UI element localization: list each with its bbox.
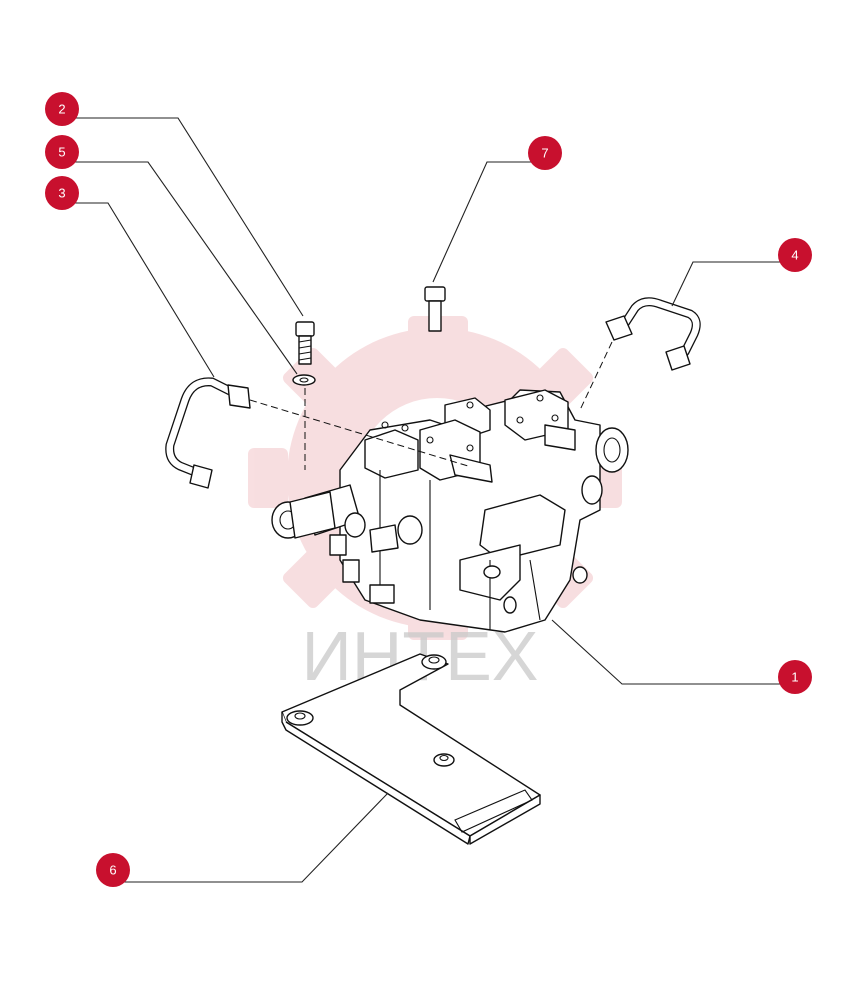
part-1-valve-block bbox=[271, 389, 629, 633]
callout-4-label: 4 bbox=[791, 248, 798, 263]
callout-7[interactable]: 7 bbox=[528, 136, 562, 170]
leader-lines bbox=[62, 117, 795, 883]
callout-3[interactable]: 3 bbox=[45, 176, 79, 210]
callout-1-label: 1 bbox=[791, 670, 798, 685]
callout-5-label: 5 bbox=[58, 145, 65, 160]
callout-2[interactable]: 2 bbox=[45, 92, 79, 126]
callout-5[interactable]: 5 bbox=[45, 135, 79, 169]
part-7-bolt bbox=[424, 286, 446, 332]
part-6-bracket bbox=[281, 653, 541, 845]
part-3-pipe bbox=[165, 377, 251, 489]
part-2-bolt bbox=[295, 321, 315, 365]
callout-6-label: 6 bbox=[109, 863, 116, 878]
part-4-pipe bbox=[605, 297, 701, 371]
assembly-guide-lines bbox=[249, 341, 613, 470]
callout-2-label: 2 bbox=[58, 102, 65, 117]
callout-3-label: 3 bbox=[58, 186, 65, 201]
callout-6[interactable]: 6 bbox=[96, 853, 130, 887]
callout-1[interactable]: 1 bbox=[778, 660, 812, 694]
part-5-washer bbox=[292, 374, 316, 386]
callout-7-label: 7 bbox=[541, 146, 548, 161]
callout-4[interactable]: 4 bbox=[778, 238, 812, 272]
